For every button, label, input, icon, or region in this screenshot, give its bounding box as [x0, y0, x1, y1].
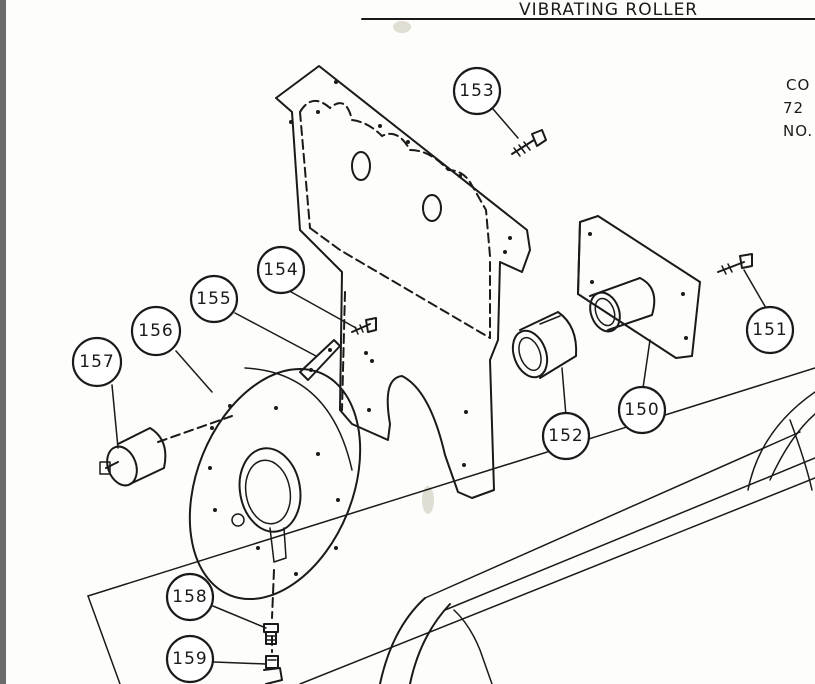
svg-text:155: 155	[196, 289, 231, 309]
svg-text:153: 153	[459, 81, 494, 101]
callout-152: 152	[541, 411, 591, 461]
callout-153: 153	[452, 66, 502, 116]
leader-156	[175, 350, 213, 393]
leader-151	[743, 269, 767, 309]
svg-text:150: 150	[624, 400, 659, 420]
leader-159	[213, 661, 267, 665]
plate-hole	[422, 194, 442, 222]
svg-text:151: 151	[752, 320, 787, 340]
elbow-fitting	[263, 655, 283, 684]
leader-157	[111, 384, 119, 449]
rubber-mount	[99, 427, 167, 487]
bolt-153	[511, 129, 547, 157]
leader-150	[642, 339, 651, 389]
side-note-line-2: 72	[783, 99, 804, 117]
callout-158: 158	[165, 572, 215, 622]
scan-smudge	[393, 21, 411, 33]
plate-hole	[351, 151, 371, 181]
bearing-flange-plate	[577, 215, 701, 359]
assembly-line	[271, 569, 275, 619]
svg-text:156: 156	[138, 321, 173, 341]
callout-157: 157	[71, 336, 123, 388]
callout-155: 155	[189, 274, 239, 324]
callout-151: 151	[745, 305, 795, 355]
callout-150: 150	[617, 385, 667, 435]
side-note-line-1: CO	[786, 76, 810, 94]
page-title: VIBRATING ROLLER	[519, 0, 698, 20]
svg-text:152: 152	[548, 426, 583, 446]
bolt-151	[717, 253, 753, 275]
bushing	[511, 311, 578, 379]
page-left-border	[0, 0, 6, 684]
callout-154: 154	[256, 245, 306, 295]
scan-smudge	[422, 486, 434, 514]
roller-drum-frame	[87, 367, 815, 684]
grease-nipple	[263, 623, 279, 645]
side-disc	[188, 367, 362, 601]
callout-159: 159	[165, 634, 215, 684]
leader-155	[234, 312, 317, 357]
bolt-154	[351, 317, 377, 335]
svg-text:158: 158	[172, 587, 207, 607]
leader-152	[561, 367, 567, 417]
mounting-plate	[275, 65, 531, 499]
leader-153	[492, 108, 519, 139]
leader-154	[283, 287, 357, 329]
lock-plate	[299, 339, 341, 381]
svg-text:159: 159	[172, 649, 207, 669]
svg-text:157: 157	[79, 352, 114, 372]
leader-158	[212, 605, 267, 629]
side-note-line-3: NO.	[783, 122, 813, 140]
svg-text:154: 154	[263, 260, 298, 280]
assembly-line	[157, 415, 233, 443]
callout-156: 156	[130, 305, 182, 357]
